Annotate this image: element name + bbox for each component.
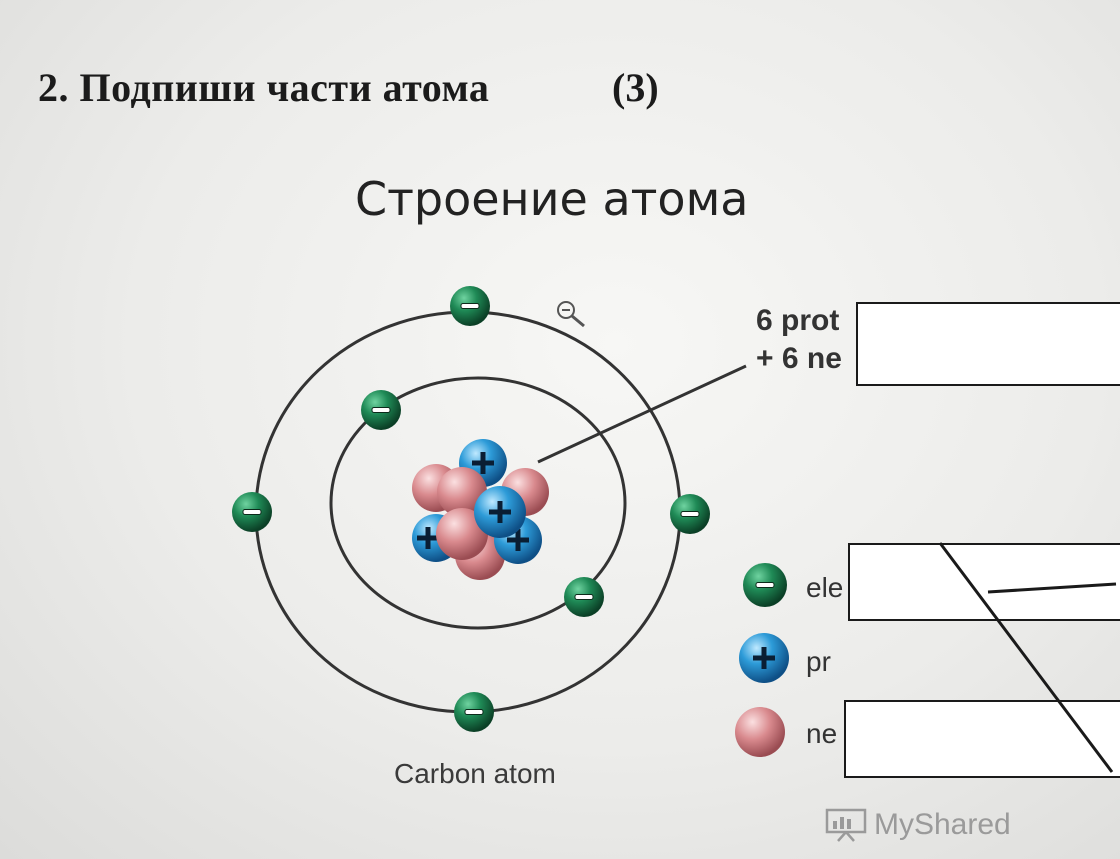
watermark-text: MyShared: [874, 808, 1011, 841]
electron: [232, 492, 272, 532]
answer-box-nucleus[interactable]: [856, 302, 1120, 386]
answer-box-neutron[interactable]: [844, 700, 1120, 778]
legend-electron-label: ele: [806, 572, 844, 603]
electron: [564, 577, 604, 617]
magnifier-cursor-icon: [557, 301, 585, 328]
electron: [361, 390, 401, 430]
legend-neutron-label: ne: [806, 718, 838, 749]
legend-proton-icon: [739, 633, 789, 683]
inner-orbit: [329, 376, 627, 630]
nucleus-pointer-line: [537, 364, 747, 464]
task-points: (3): [612, 65, 659, 110]
slide-title: Строение атома: [355, 172, 749, 226]
nucleus: [412, 439, 549, 580]
electron: [670, 494, 710, 534]
watermark: MyShared: [824, 808, 1011, 842]
legend-neutron-icon: [735, 707, 785, 757]
diagram-caption: Carbon atom: [394, 758, 556, 789]
pen-stroke: [938, 542, 1114, 773]
pen-stroke: [987, 582, 1117, 594]
legend-electron-icon: [743, 563, 787, 607]
presentation-board-icon: [825, 808, 867, 842]
answer-box-electron[interactable]: [848, 543, 1120, 621]
legend-proton-label: pr: [806, 646, 831, 677]
electron: [454, 692, 494, 732]
electron: [450, 286, 490, 326]
neutron-sphere: [436, 508, 488, 560]
nucleus-label-neutrons: + 6 ne: [756, 342, 842, 375]
task-title: 2. Подпиши части атома: [38, 65, 490, 110]
nucleus-label-protons: 6 prot: [756, 304, 840, 337]
neutron-sphere: [437, 467, 487, 517]
